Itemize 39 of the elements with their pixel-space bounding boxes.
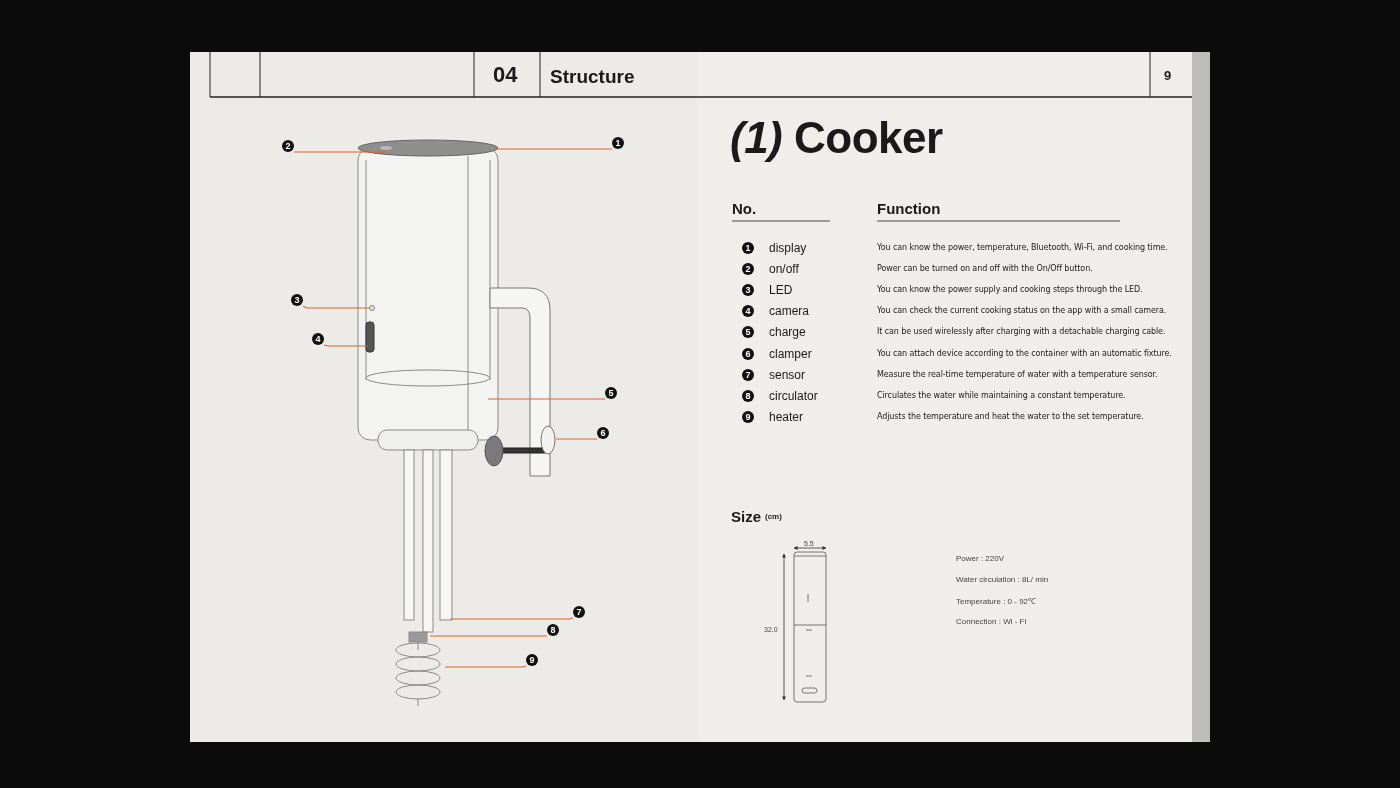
function-description: You can know the power supply and cooking steps through the LED. <box>877 286 1143 295</box>
leader-line <box>494 148 613 150</box>
leader-line <box>323 344 369 347</box>
function-description: Power can be turned on and off with the On/Off button. <box>877 265 1093 274</box>
leader-line <box>449 617 574 620</box>
function-description: You can attach device according to the container with an automatic fixture. <box>877 349 1172 358</box>
spec-text: Water circulation : 8L/ min <box>956 576 1049 584</box>
part-name: LED <box>769 284 793 297</box>
function-description: Measure the real-time temperature of water with a temperature sensor. <box>877 370 1158 379</box>
unit-label: (cm) <box>765 513 782 521</box>
section-number: 04 <box>493 64 518 86</box>
part-name: circulator <box>769 389 818 402</box>
leader-line <box>293 151 386 153</box>
spec-text: Power : 220V <box>956 555 1005 563</box>
leader-line <box>555 438 598 440</box>
page-title: (1) Cooker <box>730 116 943 160</box>
spec-text: Connection : Wi - Fi <box>956 618 1027 626</box>
part-name: sensor <box>769 368 806 381</box>
part-name: camera <box>769 305 809 318</box>
part-name: on/off <box>769 263 799 276</box>
function-description: Adjusts the temperature and heat the water to the set temperature. <box>877 412 1144 421</box>
part-name: charge <box>769 326 806 339</box>
leader-line <box>429 635 548 637</box>
part-name: display <box>769 242 807 254</box>
column-header: Function <box>877 201 941 216</box>
function-description: You can check the current cooking status on the app with a small camera. <box>877 307 1167 316</box>
function-description: Circulates the water while maintaining a constant temperature. <box>877 391 1126 400</box>
page-number: 9 <box>1164 69 1172 82</box>
part-name: clamper <box>769 347 812 360</box>
leader-line <box>487 398 606 400</box>
leader-line <box>444 665 527 668</box>
leader-line <box>302 305 371 309</box>
spec-text: Temperature : 0 - 92℃ <box>956 598 1037 606</box>
section-heading: Size <box>731 509 761 524</box>
part-name: heater <box>769 410 804 423</box>
function-description: You can know the power, temperature, Bluetooth, Wi-Fi, and cooking time. <box>877 244 1168 252</box>
section-title: Structure <box>550 67 635 86</box>
column-header: No. <box>732 201 757 216</box>
function-description: It can be used wirelessly after charging with a detachable charging cable. <box>877 328 1166 337</box>
